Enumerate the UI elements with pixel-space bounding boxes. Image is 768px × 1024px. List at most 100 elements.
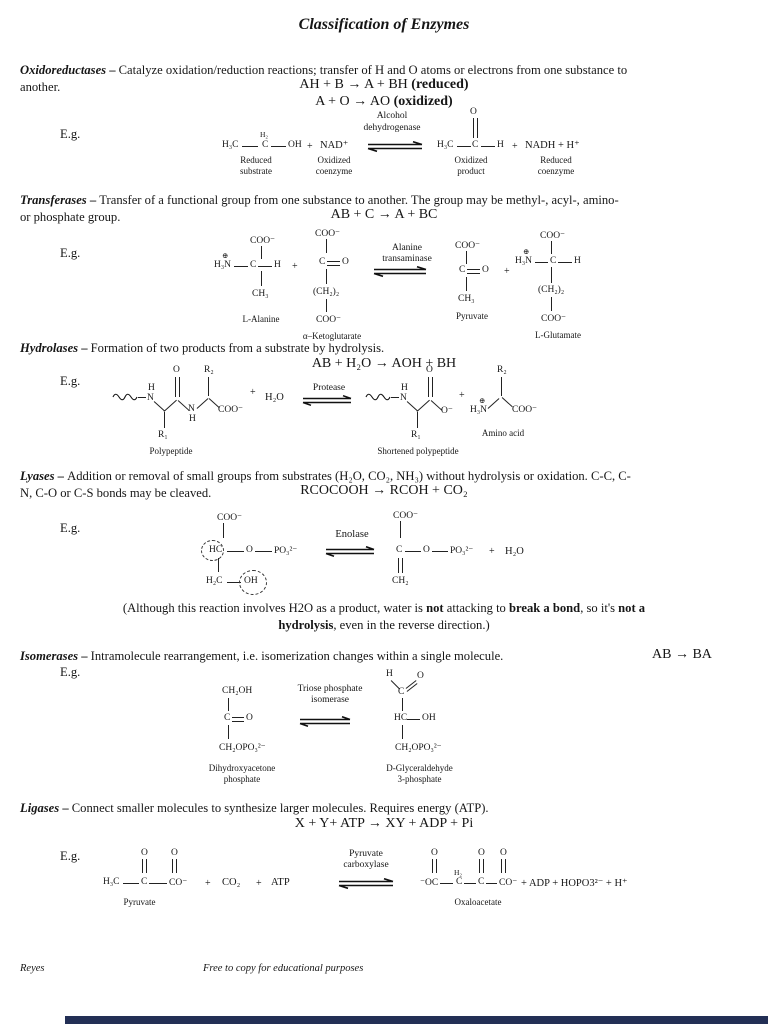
double-bond [232, 721, 244, 723]
atom-label: H [189, 414, 196, 424]
section-term: Ligases [20, 801, 60, 815]
dash: – [78, 341, 91, 355]
bond [261, 271, 263, 286]
note-bold: not [426, 601, 444, 615]
equation-text: A + O → AO [315, 94, 394, 109]
enzyme-label: Enolase [335, 529, 369, 540]
equation-text: AH + B → A + BH [299, 77, 412, 92]
bond [464, 883, 476, 885]
atom-label: COO⁻ [512, 405, 538, 415]
atom-label: H [274, 260, 281, 270]
structure-label: Oxidized [317, 155, 351, 165]
atom-label: N [188, 404, 195, 414]
equation-bold: (reduced) [411, 77, 469, 92]
section-term: Hydrolases [20, 341, 79, 355]
atom-label: O [173, 365, 180, 375]
atom-label: HC [394, 713, 408, 723]
equation-line: RCOCOOH → RCOH + CO₂ [300, 483, 468, 498]
atom-label: COO⁻ [315, 229, 341, 239]
bond [228, 725, 230, 739]
bond [223, 523, 225, 538]
dash: – [78, 649, 91, 663]
bond [400, 521, 402, 538]
note-text: attacking to [443, 601, 510, 615]
plus-sign: + [459, 390, 465, 401]
section-term: Transferases [20, 193, 87, 207]
bond [402, 725, 404, 739]
equilibrium-arrow-icon [302, 395, 352, 407]
oxidoreductases-heading: Oxidoreductases – Catalyze oxidation/red… [20, 62, 627, 78]
dashed-circle [201, 540, 224, 561]
atom-label: ATP [271, 877, 290, 888]
bond [391, 397, 399, 399]
bond [417, 412, 419, 428]
bond [405, 551, 421, 553]
double-bond [432, 377, 434, 397]
bond [326, 269, 328, 284]
section-description: Catalyze oxidation/reduction reactions; … [118, 63, 628, 77]
atom-label: O [141, 848, 148, 858]
plus-sign: + [489, 546, 495, 557]
footer-license: Free to copy for educational purposes [203, 963, 364, 974]
bond [551, 241, 553, 254]
atom-label: CO⁻ [169, 878, 188, 888]
atom-label: CH₂OPO₃²⁻ [395, 743, 442, 753]
note-line: hydrolysis, even in the reverse directio… [0, 618, 768, 633]
bond [481, 146, 495, 148]
atom-label: R₁ [411, 430, 421, 440]
structure-label: Pyruvate [123, 897, 156, 907]
structure-label: product [457, 166, 485, 176]
structure-label: α–Ketoglutarate [302, 331, 362, 341]
atom-label: H₂ [260, 130, 269, 139]
section-description: Addition or removal of small groups from… [67, 469, 631, 483]
atom-label: (CH₂)₂ [313, 287, 340, 297]
bond [326, 239, 328, 253]
plus-sign: + [307, 141, 313, 152]
bond [163, 399, 178, 413]
atom-label: O [478, 848, 485, 858]
bond [326, 299, 328, 312]
equilibrium-arrow-icon [367, 141, 423, 153]
atom-label: O [500, 848, 507, 858]
atom-label: H [148, 383, 155, 393]
footer-author: Reyes [20, 963, 45, 974]
atom-label: CH₂OPO₃²⁻ [219, 743, 266, 753]
double-bond [483, 859, 485, 873]
note-line: (Although this reaction involves H2O as … [0, 601, 768, 616]
double-bond [479, 859, 481, 873]
atom-label: O [417, 671, 424, 681]
atom-label: R₁ [158, 430, 168, 440]
bond [255, 551, 272, 553]
structure-label: 3-phosphate [397, 774, 442, 784]
atom-label: COO⁻ [218, 405, 244, 415]
plus-sign: + [512, 141, 518, 152]
bond [234, 266, 248, 268]
bond [258, 266, 272, 268]
eg-label: E.g. [60, 374, 81, 388]
structure-label: Amino acid [481, 428, 525, 438]
wavy-line-icon [365, 393, 391, 401]
bond [486, 883, 497, 885]
dash: – [59, 801, 72, 815]
double-bond [428, 377, 430, 397]
section-description: or phosphate group. [20, 209, 120, 225]
atom-label: O⁻ [441, 406, 453, 416]
double-bond [398, 558, 400, 573]
double-bond [432, 859, 434, 873]
double-bond [402, 558, 404, 573]
atom-label: O [246, 713, 253, 723]
atom-label: NAD⁺ [320, 140, 349, 151]
atom-label: H₃C [437, 140, 454, 150]
atom-label: O [431, 848, 438, 858]
equilibrium-arrow-icon [299, 716, 351, 728]
atom-label: OH [288, 140, 302, 150]
dash: – [86, 193, 100, 207]
plus-sign: + [504, 266, 510, 277]
atom-label: NADH + H⁺ [525, 140, 580, 151]
structure-label: Reduced [540, 155, 572, 165]
atom-label: C [224, 713, 231, 723]
equation-line: AH + B → A + BH (reduced) [0, 77, 768, 93]
dashed-circle [239, 570, 267, 595]
atom-label: C [319, 257, 326, 267]
